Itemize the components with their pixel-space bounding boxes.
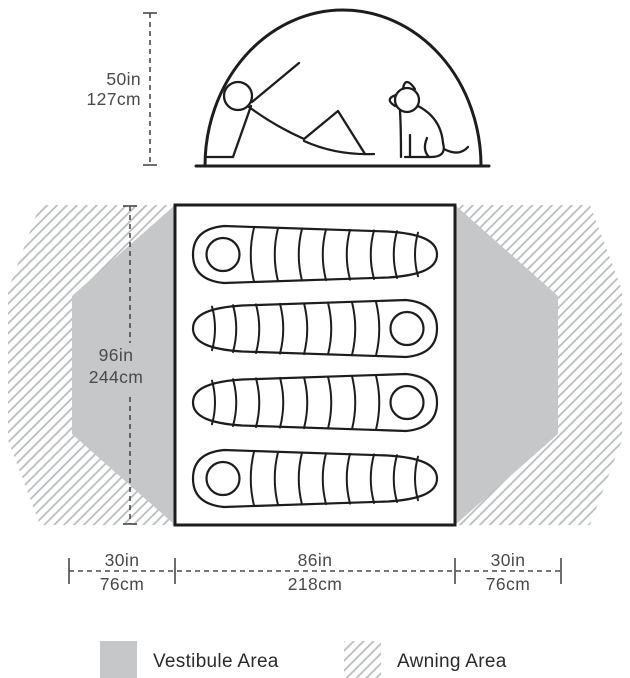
vestibule-area-left [72,205,175,525]
tent-side-view [194,8,491,168]
legend-vestibule-swatch [100,641,137,678]
person-figure [203,61,376,159]
person-extended-leg [302,139,376,156]
floor-plan [8,203,622,527]
floor-width-in-label: 86in [298,550,333,570]
dog-back [416,104,445,145]
vestibule-left-cm-label: 76cm [100,574,144,594]
height-dimension: 50in 127cm [86,12,157,166]
dog-tail [442,145,470,154]
height-cm-label: 127cm [86,89,141,109]
vestibule-right-cm-label: 76cm [486,574,530,594]
dog-figure [388,80,470,159]
legend: Vestibule Area Awning Area [100,641,507,678]
legend-awning-swatch [344,641,381,678]
vestibule-right-in-label: 30in [491,550,526,570]
person-raised-arm [250,61,301,104]
dog-hind-leg [423,136,431,159]
floor-length-cm-label: 244cm [89,367,144,387]
legend-awning-label: Awning Area [397,651,507,672]
person-support-arm [203,104,253,159]
tent-floor [173,203,457,527]
vestibule-left-in-label: 30in [105,550,140,570]
dog-snout [388,93,398,108]
height-in-label: 50in [106,69,141,89]
dog-ear [401,80,417,91]
person-torso [247,105,306,141]
dog-hindquarters [403,141,445,159]
legend-vestibule-label: Vestibule Area [153,651,279,672]
floor-length-in-label: 96in [99,345,134,365]
dog-head [393,86,421,114]
tent-dome-outline [203,8,483,168]
person-bent-leg [302,109,367,156]
vestibule-area-right [455,205,558,525]
floor-width-cm-label: 218cm [288,574,343,594]
width-dimensions: 30in 76cm 86in 218cm 30in 76cm [68,550,562,594]
dog-chest [398,109,403,159]
floor-length-dimension: 96in 244cm [89,205,144,525]
dimension-annotations: 50in 127cm 96in 244cm 30in 76cm 86in 218… [68,12,562,594]
person-head [222,80,254,112]
